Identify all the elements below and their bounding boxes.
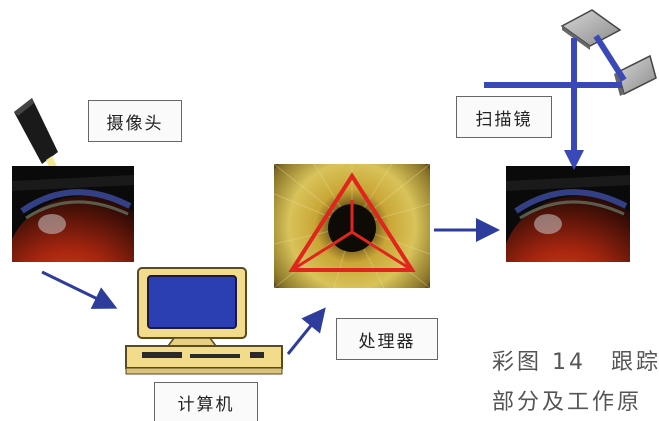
iris-image [274,164,430,288]
caption-line-1: 彩图 14 跟踪 [492,350,659,375]
arrow-computer-to-processor [286,307,326,355]
eye-image-left [12,166,134,262]
computer-icon [125,267,283,375]
label-computer: 计算机 [154,382,258,421]
eye-image-right [506,166,630,262]
label-processor: 处理器 [336,318,438,360]
arrow-eye-to-computer [41,270,118,309]
label-camera: 摄像头 [88,100,182,142]
tracking-triangle [288,172,416,272]
mirror-icon [560,9,622,47]
caption-line-2: 部分及工作原 [492,390,643,415]
label-scanner: 扫描镜 [456,96,552,138]
